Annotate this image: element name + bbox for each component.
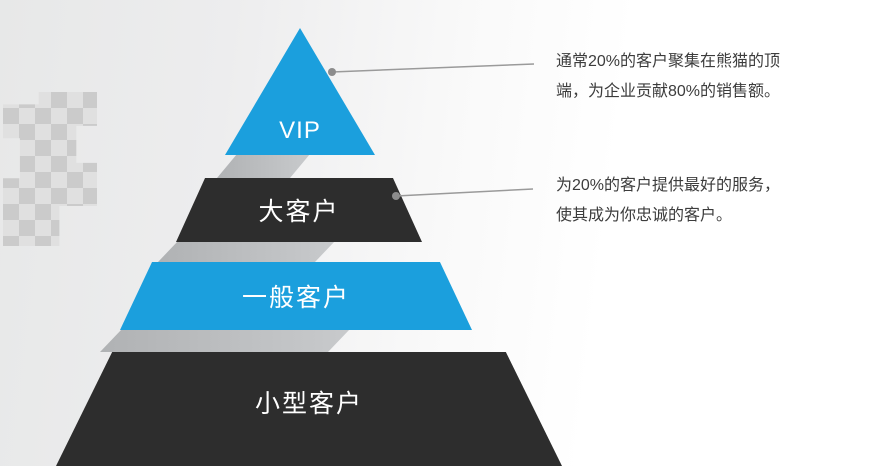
pyramid-tier-key-accounts: 大客户	[176, 178, 422, 242]
fold-shadow-2	[158, 241, 335, 262]
callout-line-top	[331, 63, 535, 73]
tier-label-vip: VIP	[279, 117, 321, 144]
callout-top-line-1: 通常20%的客户聚集在熊猫的顶	[556, 53, 781, 70]
callout-middle-line-2: 使其成为你忠诚的客户。	[556, 207, 733, 224]
callout-connector-top	[328, 63, 535, 76]
callout-top-line-2: 端，为企业贡献80%的销售额。	[556, 83, 781, 100]
pyramid-tier-general-customers: 一般客户	[120, 262, 472, 330]
fold-shadow-3	[100, 329, 350, 352]
callout-text-middle: 为20%的客户提供最好的服务， 使其成为你忠诚的客户。	[556, 171, 832, 231]
tier-label-small-customers: 小型客户	[254, 390, 363, 418]
callout-dot-top	[328, 68, 336, 76]
callout-middle-line-1: 为20%的客户提供最好的服务，	[556, 177, 781, 194]
pyramid-tier-small-customers: 小型客户	[56, 352, 562, 466]
callout-connector-middle	[392, 188, 534, 200]
tier-label-key-accounts: 大客户	[258, 198, 340, 226]
callout-dot-middle	[392, 192, 400, 200]
tier-label-general-customers: 一般客户	[241, 284, 350, 312]
callout-text-top: 通常20%的客户聚集在熊猫的顶 端，为企业贡献80%的销售额。	[556, 47, 822, 107]
callout-line-middle	[395, 188, 534, 197]
